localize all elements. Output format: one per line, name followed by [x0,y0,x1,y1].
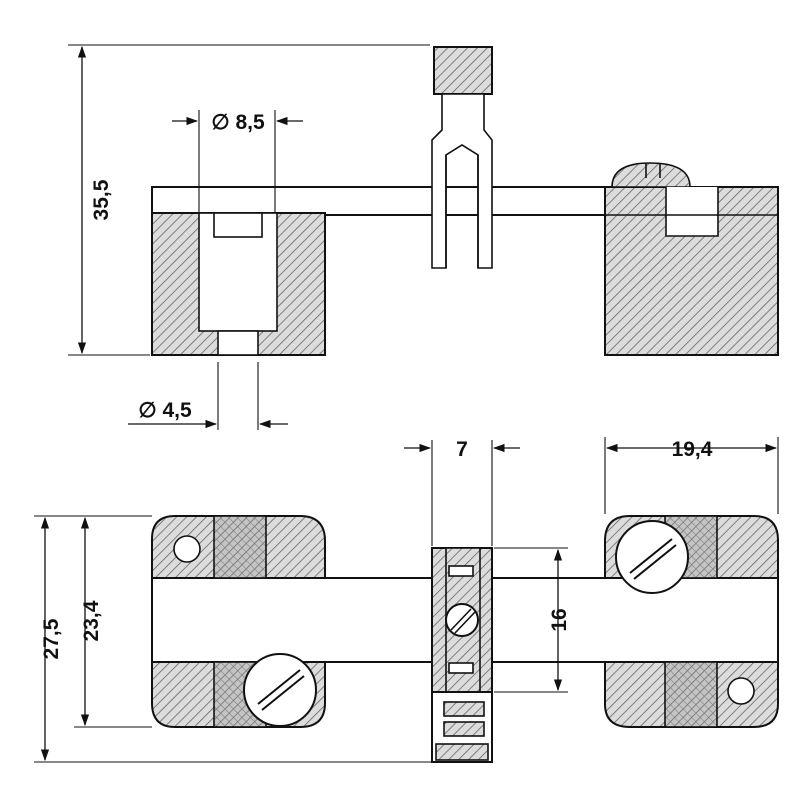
dimension-hole-small: ∅ 4,5 [128,362,288,430]
dimension-bridge-length: 16 [494,547,571,693]
dimension-outer-height: 27,5 [34,515,432,763]
dim-label-23-4: 23,4 [80,600,103,641]
side-view: 35,5 ∅ 8,5 ∅ 4,5 [68,44,779,430]
dim-label-16: 16 [548,608,571,631]
dimension-hole-large: ∅ 8,5 [172,110,303,213]
dimension-block-width: 19,4 [604,437,779,514]
plan-view: 7 19,4 16 27,5 23,4 [34,437,779,763]
right-block-section [604,162,779,356]
bridge-side [431,46,493,269]
left-block-plan [151,515,326,728]
dim-label-27-5: 27,5 [40,618,63,659]
dimension-bridge-width: 7 [404,438,520,546]
right-block-plan [604,515,779,728]
dimension-inner-height: 23,4 [74,516,152,728]
dim-label-7: 7 [456,438,468,461]
dim-label-35-5: 35,5 [90,179,113,220]
dimension-height-total: 35,5 [68,44,430,356]
dim-label-19-4: 19,4 [672,438,713,461]
bridge-plan [431,547,493,763]
left-block-section [151,212,326,356]
dim-label-dia-8-5: ∅ 8,5 [211,111,265,134]
dim-label-dia-4-5: ∅ 4,5 [138,399,192,422]
